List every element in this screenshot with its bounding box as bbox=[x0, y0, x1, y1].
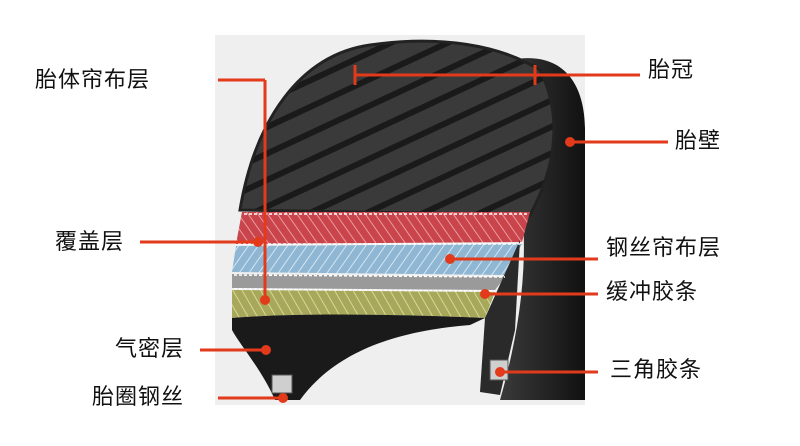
carcass-layer bbox=[232, 290, 495, 318]
label-steel-belt: 钢丝帘布层 bbox=[606, 236, 722, 261]
left-bead-bundle bbox=[271, 374, 293, 394]
buffer-strip-layer bbox=[232, 274, 505, 290]
label-buffer-strip: 缓冲胶条 bbox=[606, 280, 699, 305]
cap-ply-layer bbox=[236, 212, 530, 244]
leader-dots bbox=[253, 137, 575, 403]
label-crown: 胎冠 bbox=[648, 58, 695, 83]
ply-dashes bbox=[233, 213, 528, 292]
right-bead-wall bbox=[480, 240, 520, 395]
inner-liner-shape bbox=[232, 314, 485, 400]
leader-lines bbox=[140, 65, 668, 400]
label-sidewall: 胎壁 bbox=[675, 129, 722, 154]
label-cap-ply: 覆盖层 bbox=[55, 230, 125, 255]
label-inner-liner: 气密层 bbox=[115, 337, 185, 362]
label-apex: 三角胶条 bbox=[610, 358, 703, 383]
tread-shape bbox=[240, 41, 554, 215]
steel-belt-layer bbox=[232, 244, 522, 275]
tread-outline bbox=[238, 39, 556, 217]
label-bead-wire: 胎圈钢丝 bbox=[92, 385, 185, 410]
label-carcass-ply: 胎体帘布层 bbox=[35, 68, 151, 93]
